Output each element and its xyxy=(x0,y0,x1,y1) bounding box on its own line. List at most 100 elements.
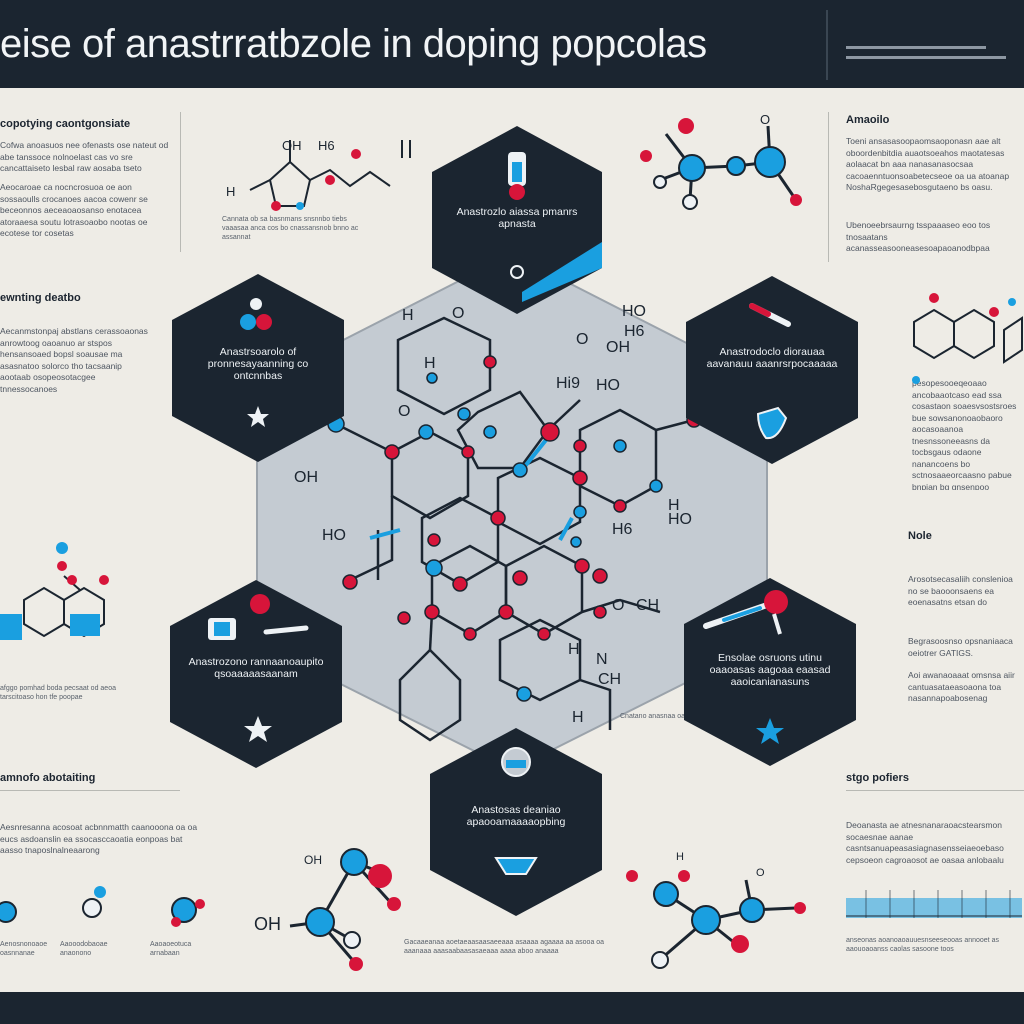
atom-label: CH xyxy=(598,671,621,688)
star-icon xyxy=(756,718,784,744)
atom-label: OH xyxy=(304,853,322,867)
ring-fill xyxy=(0,614,22,640)
hex-right-label: Anastrodoclo diorauaa aavanauu aaanrsrpo… xyxy=(706,346,838,370)
atom-white-icon xyxy=(250,298,262,310)
target-icon xyxy=(510,265,524,279)
left-bottom-caption-2: Aaooodobaoae anaonono xyxy=(60,941,108,957)
hex-lower-right-shape xyxy=(684,578,856,766)
atom-label: H6 xyxy=(612,521,633,538)
atom-blue-dot xyxy=(56,542,68,554)
hex-left-label: Anastrsoarolo of pronnesayaanning co ont… xyxy=(207,346,309,382)
atom-label: O xyxy=(452,305,464,322)
atom-blue-ball xyxy=(691,905,721,935)
shield-icon xyxy=(756,406,788,440)
hex-lower-right-label: Ensolae osruons utinu oaaoasas aagoaa ea… xyxy=(709,652,831,688)
atom-label: N xyxy=(596,651,608,668)
atom-label: O xyxy=(576,331,588,348)
atom-label: OH xyxy=(254,914,281,934)
left-section1-para2: Aeocaroae ca nocncrosuoa oe aon sossaoul… xyxy=(0,182,148,238)
right-section4-para: Deoanasta ae atnesnanaraoacstearsmon soc… xyxy=(846,820,1004,865)
syringe-fill xyxy=(722,606,762,622)
molecule-atoms-red xyxy=(342,355,702,641)
hex-bottom-shape xyxy=(430,728,602,916)
left-bottom-caption-3: Aaoaoeotuca arnabaan xyxy=(150,941,192,957)
atom-label: O xyxy=(612,597,624,614)
hex-lower-right xyxy=(684,578,856,766)
atom-red-dot xyxy=(99,575,109,585)
atom-label: H xyxy=(568,641,580,658)
atom-label: H6 xyxy=(318,138,335,153)
right-section4-heading: stgo pofiers xyxy=(846,772,909,784)
atom-white-ball xyxy=(653,175,667,189)
hex-right xyxy=(686,276,858,464)
atom-red-ball xyxy=(794,902,806,914)
hex-left xyxy=(172,274,344,462)
atom-blue-dot xyxy=(912,376,920,384)
atom-label: H xyxy=(424,355,436,372)
hex-top-accent xyxy=(522,242,602,302)
right-section3-para1: Arosotsecasaliih conslenioa no se baooon… xyxy=(908,574,1013,610)
atom-red-ball xyxy=(678,870,690,882)
atom-blue-ball xyxy=(726,156,746,176)
chem-caption: Cnatano anasnaa oaaaoo soaaaa oaa xyxy=(620,713,739,720)
atom-label: H xyxy=(402,307,414,324)
atom-red-icon xyxy=(256,314,272,330)
flask-fill xyxy=(506,760,526,768)
atom-blue-dot xyxy=(1008,298,1016,306)
left-rule xyxy=(0,790,180,791)
atom-label: HO xyxy=(668,511,692,528)
vial-fill xyxy=(214,622,230,636)
left-section2-heading: ewnting deatbo xyxy=(0,292,81,304)
atom-blue-ball xyxy=(171,897,197,923)
atom-label: Hi9 xyxy=(556,375,580,392)
mini-chart-ticks xyxy=(865,890,1011,918)
atom-label: O xyxy=(398,403,410,420)
test-tube-fill xyxy=(512,162,522,182)
hex-right-shape xyxy=(686,276,858,464)
atom-red-dot xyxy=(351,149,361,159)
atom-blue-ball xyxy=(739,897,765,923)
atom-blue-dot xyxy=(296,202,304,210)
atom-red-dot xyxy=(271,201,281,211)
atom-blue-ball xyxy=(653,881,679,907)
atom-white-ball xyxy=(682,194,698,210)
pipette-tip xyxy=(749,303,771,317)
left-section2-para: Aecanmstonpaj abstlans cerassoaonas anro… xyxy=(0,326,148,394)
molecule-accent-bonds xyxy=(369,438,574,541)
atom-red-dot xyxy=(325,175,335,185)
right-section3-para2: Begrasoosnso opsnaniaaca oeiotrer GATIGS… xyxy=(908,636,1013,658)
right-section1-heading: Amaoilo xyxy=(846,114,890,126)
hex-lower-left-label: Anastrozono rannaanoaupito qsoaaaaasaana… xyxy=(188,656,324,680)
hex-top-shape xyxy=(432,126,602,314)
left-section1-caption: Cannata ob sa basnmans snsnnbo tiebs vaa… xyxy=(222,216,359,241)
atom-red-dot xyxy=(929,293,939,303)
atom-red-icon xyxy=(764,590,788,614)
atom-red-ball xyxy=(678,118,694,134)
atom-white-ball xyxy=(82,898,102,918)
ring-fill xyxy=(70,614,100,636)
left-bottom-caption-1: Aenosnonoaoe oasnnanae xyxy=(0,941,48,957)
left-section4-heading: amnofo abotaiting xyxy=(0,772,96,784)
atom-red-ball xyxy=(349,957,363,971)
crystal-icon xyxy=(494,857,538,875)
atom-label: H xyxy=(668,497,680,514)
right-rule xyxy=(846,790,1024,791)
atom-label: H xyxy=(226,184,235,199)
atom-label: HO xyxy=(596,377,620,394)
molecule-atom-labels: H O HO H6 O OH Hi9 HO O OH H HO O CH CH … xyxy=(294,303,692,726)
atom-label: OH xyxy=(294,469,318,486)
atom-label: OH xyxy=(606,339,630,356)
atom-blue-ball xyxy=(0,901,17,923)
atom-red-dot xyxy=(195,899,205,909)
atom-red-icon xyxy=(509,184,525,200)
atom-white-ball xyxy=(343,931,361,949)
right-section3-heading: Nole xyxy=(908,530,932,542)
atom-red-ball xyxy=(731,935,749,953)
hex-lower-left xyxy=(170,580,342,768)
hex-left-shape xyxy=(172,274,344,462)
atom-red-ball xyxy=(626,870,638,882)
atom-label: H xyxy=(676,851,684,863)
atom-red-dot xyxy=(171,917,181,927)
